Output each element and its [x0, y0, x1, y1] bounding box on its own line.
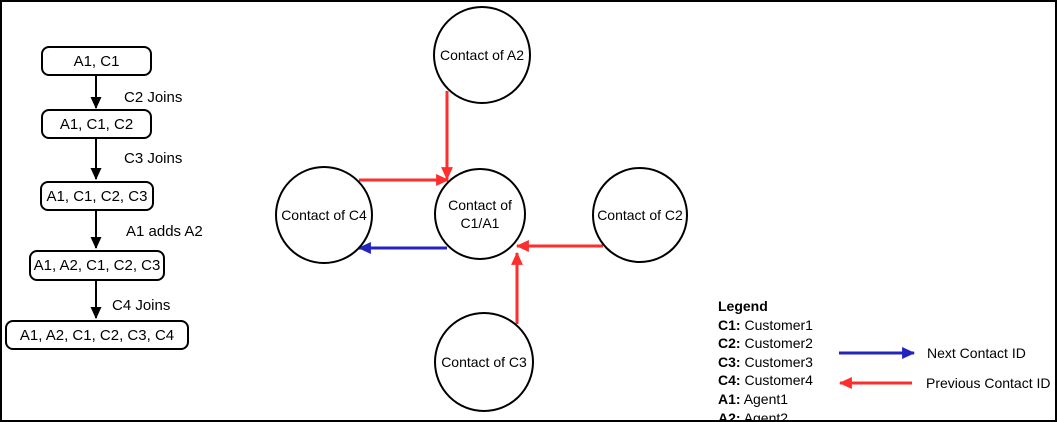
legend-next-arrow-label: Next Contact ID: [927, 345, 1026, 361]
legend-entry-value: Customer3: [744, 353, 813, 370]
node-contact-of-a2: Contact of A2: [433, 6, 531, 104]
legend-entry-key: A2:: [718, 409, 741, 422]
node-label: Contact of A2: [439, 47, 525, 63]
flowchart-step-box-4: A1, A2, C1, C2, C3: [29, 250, 165, 281]
legend-entry-key: C4:: [718, 372, 741, 389]
legend-entry-value: Customer1: [744, 316, 813, 333]
flowchart-step-box-5: A1, A2, C1, C2, C3, C4: [5, 320, 189, 350]
legend-entry-value: Customer2: [744, 335, 813, 352]
legend-entry-value: Customer4: [744, 372, 813, 389]
node-label: Contact of C2: [597, 207, 683, 223]
legend-entry-key: C2:: [718, 335, 741, 352]
legend: Legend C1: Customer1 C2: Customer2 C3: C…: [718, 297, 813, 422]
flowchart-transition-label-3: A1 adds A2: [126, 223, 203, 240]
flowchart-transition-label-1: C2 Joins: [124, 89, 183, 106]
node-label: Contact of C4: [281, 207, 367, 223]
legend-entry: A2: Agent2: [718, 409, 813, 422]
legend-entry: C3: Customer3: [718, 353, 813, 372]
flowchart-step-box-2: A1, C1, C2: [41, 109, 152, 139]
node-contact-of-c4: Contact of C4: [275, 166, 373, 264]
legend-entry: C1: Customer1: [718, 316, 813, 335]
legend-previous-arrow-label: Previous Contact ID: [926, 375, 1051, 391]
node-contact-of-c2: Contact of C2: [592, 167, 688, 263]
legend-entry-key: C3:: [718, 353, 741, 370]
node-contact-of-c3: Contact of C3: [434, 312, 534, 412]
flowchart-transition-label-4: C4 Joins: [112, 297, 171, 314]
flowchart-transition-label-2: C3 Joins: [124, 150, 183, 167]
legend-entry-value: Agent2: [743, 409, 789, 422]
node-contact-of-c1-a1: Contact of C1/A1: [434, 168, 526, 260]
flowchart-step-box-1: A1, C1: [41, 46, 152, 76]
legend-entry-key: C1:: [718, 316, 741, 333]
flowchart-step-box-3: A1, C1, C2, C3: [40, 181, 154, 211]
legend-title: Legend: [718, 298, 768, 314]
legend-entry: A1: Agent1: [718, 390, 813, 409]
legend-entry-key: A1:: [718, 390, 741, 407]
legend-entry: C4: Customer4: [718, 371, 813, 390]
node-label: Contact of C1/A1: [448, 196, 512, 231]
legend-entry-value: Agent1: [743, 390, 789, 407]
node-label: Contact of C3: [441, 354, 527, 370]
legend-entry: C2: Customer2: [718, 334, 813, 353]
